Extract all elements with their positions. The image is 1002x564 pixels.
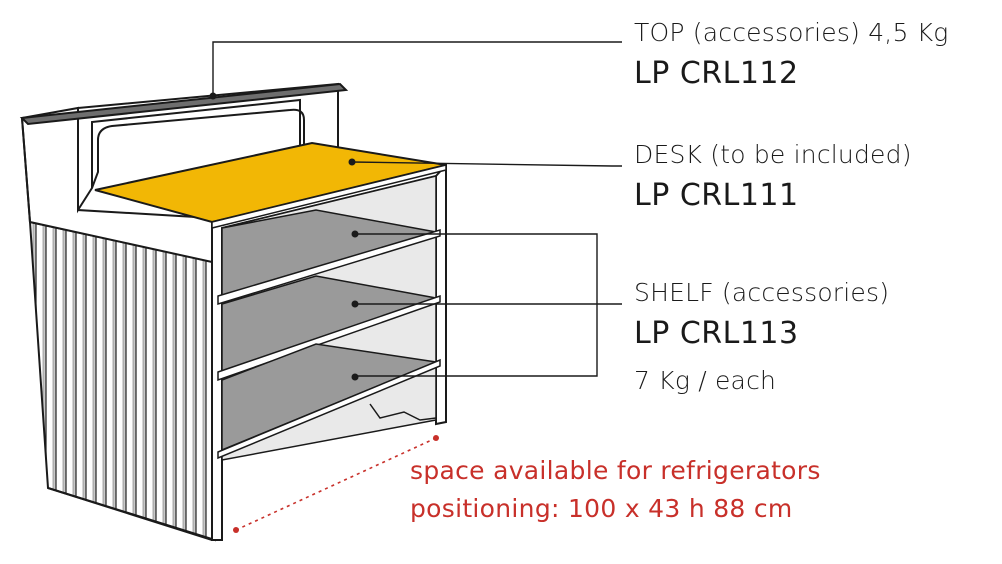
upper-structure (77, 82, 339, 214)
desk-code: LP CRL111 (634, 178, 799, 213)
desk-leader-line (351, 161, 622, 167)
shelf-code: LP CRL113 (634, 316, 799, 351)
top-description: TOP (accessories) 4,5 Kg (634, 18, 949, 47)
base-edge (47, 487, 222, 541)
top-panel (19, 82, 349, 126)
shelf-bracket-line (355, 233, 598, 377)
shelf-3 (217, 343, 441, 460)
space-note-line-2: positioning: 100 x 43 h 88 cm (410, 494, 793, 523)
top-leader-line (212, 41, 622, 96)
front-slatted-panel (28, 220, 216, 542)
leader-lines (212, 41, 622, 377)
space-dimension-line (233, 435, 439, 533)
shelf-2 (217, 275, 441, 382)
plinth-notch (369, 403, 437, 421)
shelf-weight: 7 Kg / each (634, 366, 777, 395)
top-code: LP CRL112 (634, 56, 799, 91)
shelf-description: SHELF (accessories) (634, 278, 890, 307)
space-note-line-1: space available for refrigerators (410, 456, 821, 485)
shelf-1 (217, 209, 441, 306)
desk-description: DESK (to be included) (634, 140, 912, 169)
